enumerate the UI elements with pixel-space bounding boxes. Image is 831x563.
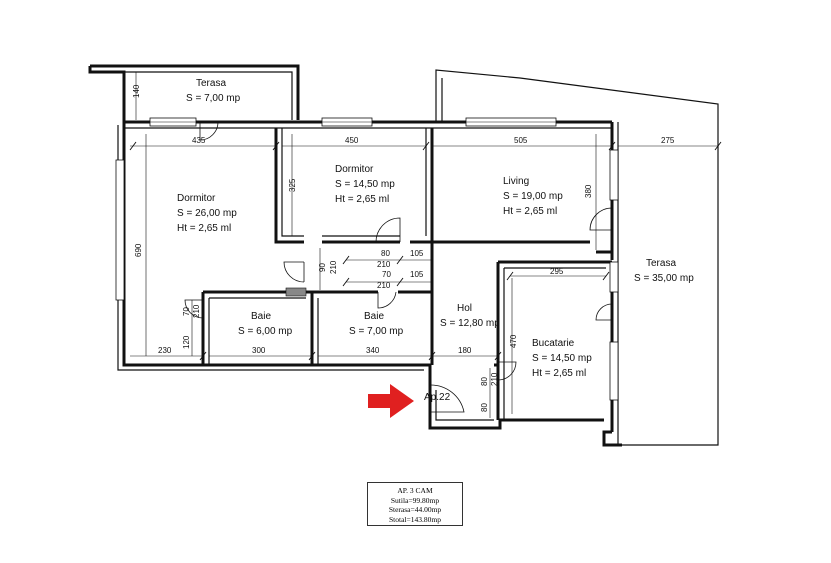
room-name-terasa-top: Terasa: [196, 78, 226, 89]
dim-180: 180: [458, 346, 472, 355]
dim-210-a: 210: [377, 260, 391, 269]
dim-90: 90: [318, 263, 327, 272]
room-area-bucatarie: S = 14,50 mp: [532, 353, 592, 364]
dim-435: 435: [192, 136, 206, 145]
dim-210-c: 210: [377, 281, 391, 290]
window-living-side: [609, 149, 619, 201]
room-area-baie-right: S = 7,00 mp: [349, 326, 404, 337]
dim-70-b: 70: [182, 307, 191, 316]
interior-walls: [201, 128, 612, 420]
windows: [115, 117, 619, 401]
room-height-bucatarie: Ht = 2,65 ml: [532, 368, 586, 379]
room-height-dormitor-small: Ht = 2,65 ml: [335, 194, 389, 205]
room-name-dormitor-big: Dormitor: [177, 193, 216, 204]
room-area-terasa-right: S = 35,00 mp: [634, 273, 694, 284]
door-kitchen: [497, 361, 517, 381]
room-area-dormitor-small: S = 14,50 mp: [335, 179, 395, 190]
room-name-bucatarie: Bucatarie: [532, 338, 575, 349]
window-kitchen-side: [609, 341, 619, 401]
dim-70-a: 70: [382, 270, 391, 279]
room-area-hol: S = 12,80 mp: [440, 318, 500, 329]
legend-useful-area: Sutila=99.80mp: [390, 495, 440, 505]
dim-230: 230: [158, 346, 172, 355]
dim-105-a: 105: [410, 249, 424, 258]
legend-total-area: Stotal=143.80mp: [389, 514, 441, 524]
dim-690: 690: [134, 243, 143, 257]
room-area-baie-left: S = 6,00 mp: [238, 326, 293, 337]
dim-450: 450: [345, 136, 359, 145]
door-dormitor-big: [283, 261, 305, 283]
legend-terrace-area: Sterasa=44.00mp: [388, 505, 442, 514]
dim-105-b: 105: [410, 270, 424, 279]
dim-80-a: 80: [381, 249, 390, 258]
room-name-dormitor-small: Dormitor: [335, 164, 374, 175]
window-left-wall: [115, 159, 125, 301]
dim-210-d: 210: [192, 304, 201, 318]
dim-210-e: 210: [490, 372, 499, 386]
dim-300: 300: [252, 346, 266, 355]
dim-210-b: 210: [329, 260, 338, 274]
dim-140: 140: [132, 84, 141, 98]
window-kitchen-top: [609, 261, 619, 293]
room-height-living: Ht = 2,65 ml: [503, 206, 557, 217]
room-height-dormitor-big: Ht = 2,65 ml: [177, 223, 231, 234]
apartment-marker: Ap.22: [368, 384, 451, 418]
door-dormitor-small: [375, 217, 401, 243]
door-kitchen-out: [595, 303, 613, 321]
dimension-labels: 140 435 450 505 275 325 380 690 80 105 2…: [132, 84, 675, 412]
dim-340: 340: [366, 346, 380, 355]
dim-470: 470: [509, 334, 518, 348]
legend-title: AP. 3 CAM: [397, 486, 433, 495]
door-baie-right: [377, 291, 397, 309]
dim-275: 275: [661, 136, 675, 145]
door-entrance: [429, 384, 465, 413]
room-name-living: Living: [503, 176, 529, 187]
dimension-lines: [129, 72, 722, 418]
room-name-baie-left: Baie: [251, 311, 271, 322]
room-area-terasa-top: S = 7,00 mp: [186, 93, 241, 104]
apartment-label: Ap.22: [424, 392, 451, 403]
wardrobe-block: [285, 287, 307, 297]
room-labels: Terasa S = 7,00 mp Dormitor S = 26,00 mp…: [177, 78, 694, 379]
dim-295: 295: [550, 267, 564, 276]
entrance-arrow-icon: [368, 384, 414, 418]
dim-505: 505: [514, 136, 528, 145]
door-living: [589, 207, 613, 231]
dim-380: 380: [584, 184, 593, 198]
door-terrace: [199, 121, 219, 141]
dim-80-b: 80: [480, 377, 489, 386]
dim-325: 325: [288, 178, 297, 192]
room-name-hol: Hol: [457, 303, 472, 314]
dim-120: 120: [182, 335, 191, 349]
dim-80-c: 80: [480, 403, 489, 412]
area-legend: AP. 3 CAM Sutila=99.80mp Sterasa=44.00mp…: [367, 482, 463, 526]
room-name-terasa-right: Terasa: [646, 258, 676, 269]
room-name-baie-right: Baie: [364, 311, 384, 322]
room-area-living: S = 19,00 mp: [503, 191, 563, 202]
room-area-dormitor-big: S = 26,00 mp: [177, 208, 237, 219]
door-baie-left: [184, 299, 204, 319]
